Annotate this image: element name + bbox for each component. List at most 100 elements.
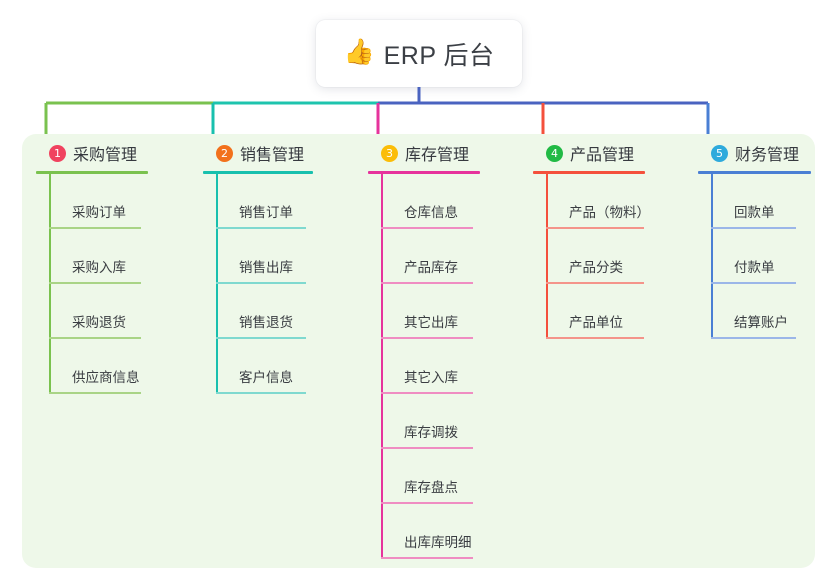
branches-panel [22, 134, 815, 568]
branch-item-label: 采购入库 [72, 260, 126, 275]
branch-item-rule [49, 392, 141, 394]
branch-item-list: 采购订单采购入库采购退货供应商信息 [49, 174, 148, 394]
branch-item-rule [216, 282, 306, 284]
branch-item-label: 产品库存 [404, 260, 458, 275]
branch-spine [49, 174, 51, 394]
branch-item[interactable]: 销售退货 [216, 284, 313, 339]
branch-header-rule [36, 171, 148, 174]
branch-item[interactable]: 采购入库 [49, 229, 148, 284]
branch-header-rule [533, 171, 645, 174]
branch-item-list: 产品（物料） 产品分类产品单位 [546, 174, 650, 339]
branch-column-1: 1 采购管理采购订单采购入库采购退货供应商信息 [36, 140, 148, 394]
branch-item-rule [711, 227, 796, 229]
branch-number-badge: 2 [216, 144, 233, 162]
branch-number-badge: 4 [546, 144, 563, 162]
branch-item-label: 产品单位 [569, 315, 623, 330]
branch-item-label: 回款单 [734, 205, 775, 220]
branch-item-label: 销售订单 [239, 205, 293, 220]
branch-item-rule [381, 337, 473, 339]
branch-header-2[interactable]: 2 销售管理 [203, 140, 313, 166]
branch-number-badge: 1 [49, 144, 66, 162]
branch-item-label: 销售退货 [239, 315, 293, 330]
branch-header-3[interactable]: 3 库存管理 [368, 140, 480, 166]
branch-item-label: 客户信息 [239, 370, 293, 385]
branch-item[interactable]: 产品库存 [381, 229, 480, 284]
branch-header-rule [368, 171, 480, 174]
branch-item-list: 销售订单销售出库销售退货客户信息 [216, 174, 313, 394]
branch-item[interactable]: 供应商信息 [49, 339, 148, 394]
branch-item[interactable]: 销售订单 [216, 174, 313, 229]
branch-header-5[interactable]: 5 财务管理 [698, 140, 811, 166]
branch-item-label: 付款单 [734, 260, 775, 275]
branch-item-rule [49, 337, 141, 339]
root-title: ERP 后台 [383, 41, 495, 70]
branch-title: 采购管理 [73, 147, 138, 164]
branch-item[interactable]: 仓库信息 [381, 174, 480, 229]
branch-item-label: 库存盘点 [404, 480, 458, 495]
branch-column-2: 2 销售管理销售订单销售出库销售退货客户信息 [203, 140, 313, 394]
branch-item[interactable]: 产品分类 [546, 229, 645, 284]
branch-item-rule [381, 227, 473, 229]
branch-item-label: 结算账户 [734, 315, 788, 330]
branch-item-rule [381, 557, 473, 559]
branch-item-rule [49, 227, 141, 229]
branch-item-rule [711, 337, 796, 339]
branch-item[interactable]: 采购退货 [49, 284, 148, 339]
branch-item[interactable]: 回款单 [711, 174, 811, 229]
branch-item[interactable]: 客户信息 [216, 339, 313, 394]
branch-item[interactable]: 库存调拨 [381, 394, 480, 449]
branch-title: 产品管理 [570, 147, 635, 164]
branch-number-badge: 5 [711, 144, 728, 162]
branch-item[interactable]: 产品单位 [546, 284, 645, 339]
branch-spine [216, 174, 218, 394]
branch-item-rule [546, 227, 644, 229]
branch-column-5: 5 财务管理回款单付款单结算账户 [698, 140, 811, 339]
branch-spine [711, 174, 713, 339]
branch-spine [381, 174, 383, 559]
branch-item-rule [381, 392, 473, 394]
branch-item-rule [216, 337, 306, 339]
branch-item[interactable]: 付款单 [711, 229, 811, 284]
branch-item-rule [216, 392, 306, 394]
thumbs-up-icon: 👍 [343, 38, 375, 66]
branch-item-rule [216, 227, 306, 229]
branch-item[interactable]: 采购订单 [49, 174, 148, 229]
branch-item[interactable]: 结算账户 [711, 284, 811, 339]
branch-item-label: 仓库信息 [404, 205, 458, 220]
branch-column-4: 4 产品管理产品（物料） 产品分类产品单位 [533, 140, 650, 339]
branch-item[interactable]: 产品（物料） [546, 174, 650, 229]
branch-item[interactable]: 出库库明细 [381, 504, 480, 559]
branch-item-label: 采购订单 [72, 205, 126, 220]
branch-item-label: 供应商信息 [72, 370, 140, 385]
branch-item-list: 回款单付款单结算账户 [711, 174, 811, 339]
branch-item[interactable]: 库存盘点 [381, 449, 480, 504]
branch-column-3: 3 库存管理仓库信息产品库存其它出库其它入库库存调拨库存盘点出库库明细 [368, 140, 480, 559]
branch-item-rule [381, 282, 473, 284]
branch-item-label: 库存调拨 [404, 425, 458, 440]
branch-item-rule [381, 447, 473, 449]
branch-header-1[interactable]: 1 采购管理 [36, 140, 148, 166]
branch-item-rule [49, 282, 141, 284]
branch-item-label: 产品（物料） [569, 205, 650, 220]
branch-item[interactable]: 其它入库 [381, 339, 480, 394]
branch-item[interactable]: 销售出库 [216, 229, 313, 284]
branch-item-rule [711, 282, 796, 284]
branch-item-rule [381, 502, 473, 504]
root-node[interactable]: 👍 ERP 后台 [316, 20, 522, 87]
branch-title: 库存管理 [405, 147, 470, 164]
branch-title: 销售管理 [240, 147, 305, 164]
branch-item[interactable]: 其它出库 [381, 284, 480, 339]
branch-item-label: 其它入库 [404, 370, 458, 385]
branch-item-rule [546, 282, 644, 284]
branch-item-label: 出库库明细 [404, 535, 472, 550]
branch-title: 财务管理 [735, 147, 800, 164]
branch-item-label: 产品分类 [569, 260, 623, 275]
branch-number-badge: 3 [381, 144, 398, 162]
branch-spine [546, 174, 548, 339]
branch-header-rule [698, 171, 811, 174]
branch-item-label: 其它出库 [404, 315, 458, 330]
branch-item-list: 仓库信息产品库存其它出库其它入库库存调拨库存盘点出库库明细 [381, 174, 480, 559]
branch-item-label: 采购退货 [72, 315, 126, 330]
branch-header-4[interactable]: 4 产品管理 [533, 140, 645, 166]
